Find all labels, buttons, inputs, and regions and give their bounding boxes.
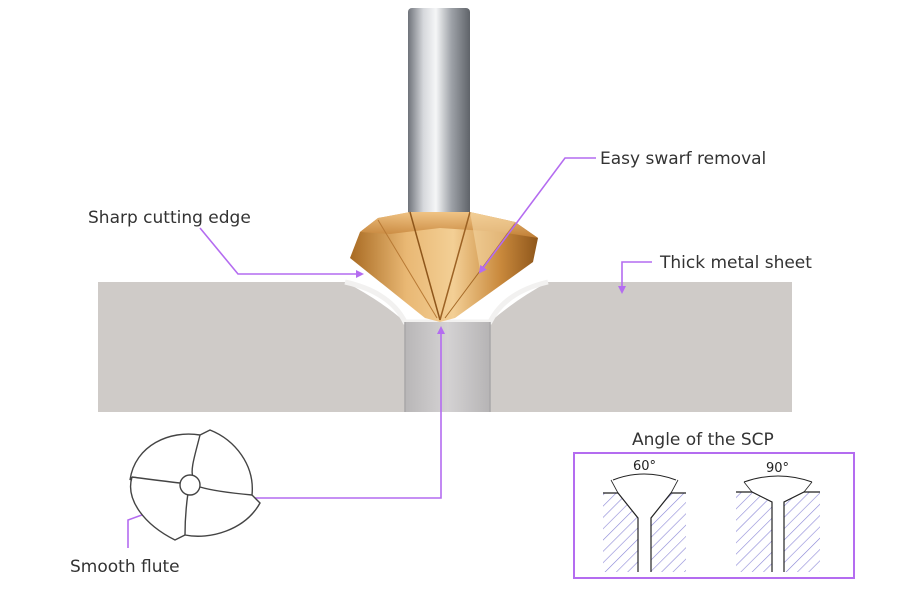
tool-shank [408, 8, 470, 218]
angle-inset: Angle of the SCP 60° 90° [573, 430, 855, 579]
angle-90-label: 90° [766, 461, 789, 476]
countersink-tool [350, 8, 538, 322]
angle-60-label: 60° [633, 459, 656, 474]
callout-smooth-flute [250, 326, 445, 499]
label-sharp-cutting-edge: Sharp cutting edge [88, 208, 251, 228]
callout-easy-swarf-removal [478, 157, 596, 274]
angle-inset-title: Angle of the SCP [632, 430, 774, 450]
callout-thick-metal-sheet [618, 261, 652, 294]
label-thick-metal-sheet: Thick metal sheet [659, 253, 812, 273]
label-easy-swarf-removal: Easy swarf removal [600, 149, 766, 169]
metal-sheet [98, 279, 792, 412]
callout-lines [127, 157, 652, 548]
flute-cross-section-icon [129, 429, 261, 541]
callout-sharp-cutting-edge [199, 227, 364, 278]
label-smooth-flute: Smooth flute [70, 557, 180, 577]
section-90-degree: 90° [736, 461, 820, 572]
section-60-degree: 60° [603, 459, 686, 572]
